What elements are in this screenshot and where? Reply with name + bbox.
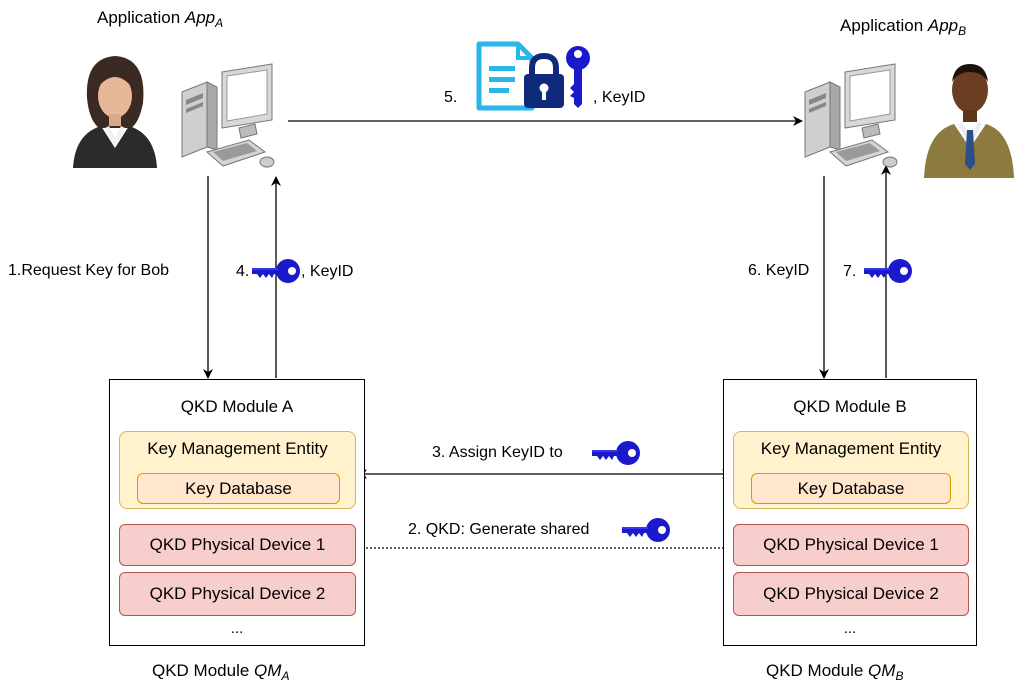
module-a-caption: QKD Module QMA: [152, 661, 290, 683]
key-database-b: Key Database: [751, 473, 951, 504]
module-b-caption: QKD Module QMB: [766, 661, 904, 683]
app-b-label: Application AppB: [840, 16, 967, 38]
step-5-number: 5.: [444, 89, 458, 106]
step-1-label: 1.Request Key for Bob: [8, 262, 169, 279]
more-devices-a: ...: [230, 620, 244, 637]
qkd-module-b: QKD Module B Key Management Entity Key D…: [723, 379, 977, 646]
key-icon: [864, 259, 912, 283]
qkd-physical-device-2-a: QKD Physical Device 2: [119, 572, 356, 616]
step-4-number: 4.: [236, 263, 250, 280]
step-5-keyid: , KeyID: [593, 89, 646, 106]
step-2-label: 2. QKD: Generate shared: [408, 521, 590, 538]
more-devices-b: ...: [843, 620, 857, 637]
computer-icon: [804, 63, 898, 168]
key-icon: [252, 259, 300, 283]
key-icon: [622, 518, 670, 542]
qkd-module-a: QKD Module A Key Management Entity Key D…: [109, 379, 365, 646]
kme-b-label: Key Management Entity: [760, 439, 942, 458]
step-7-number: 7.: [843, 263, 857, 280]
qkd-physical-device-1-b: QKD Physical Device 1: [733, 524, 969, 566]
step-4-keyid: , KeyID: [301, 263, 354, 280]
qkd-physical-device-1-a: QKD Physical Device 1: [119, 524, 356, 566]
step-3-label: 3. Assign KeyID to: [432, 444, 563, 461]
kme-a-label: Key Management Entity: [147, 439, 328, 458]
key-management-entity-a: Key Management Entity Key Database: [119, 431, 356, 509]
key-database-a: Key Database: [137, 473, 340, 504]
app-a-label: Application AppA: [97, 8, 224, 30]
user-female-icon: [73, 56, 157, 168]
module-a-title: QKD Module A: [180, 397, 294, 416]
user-male-icon: [924, 64, 1014, 178]
key-management-entity-b: Key Management Entity Key Database: [733, 431, 969, 509]
step-6-label: 6. KeyID: [748, 262, 810, 279]
computer-icon: [181, 63, 275, 168]
encrypted-document-icon: [476, 41, 590, 111]
qkd-physical-device-2-b: QKD Physical Device 2: [733, 572, 969, 616]
module-b-title: QKD Module B: [793, 397, 907, 416]
key-icon: [592, 441, 640, 465]
